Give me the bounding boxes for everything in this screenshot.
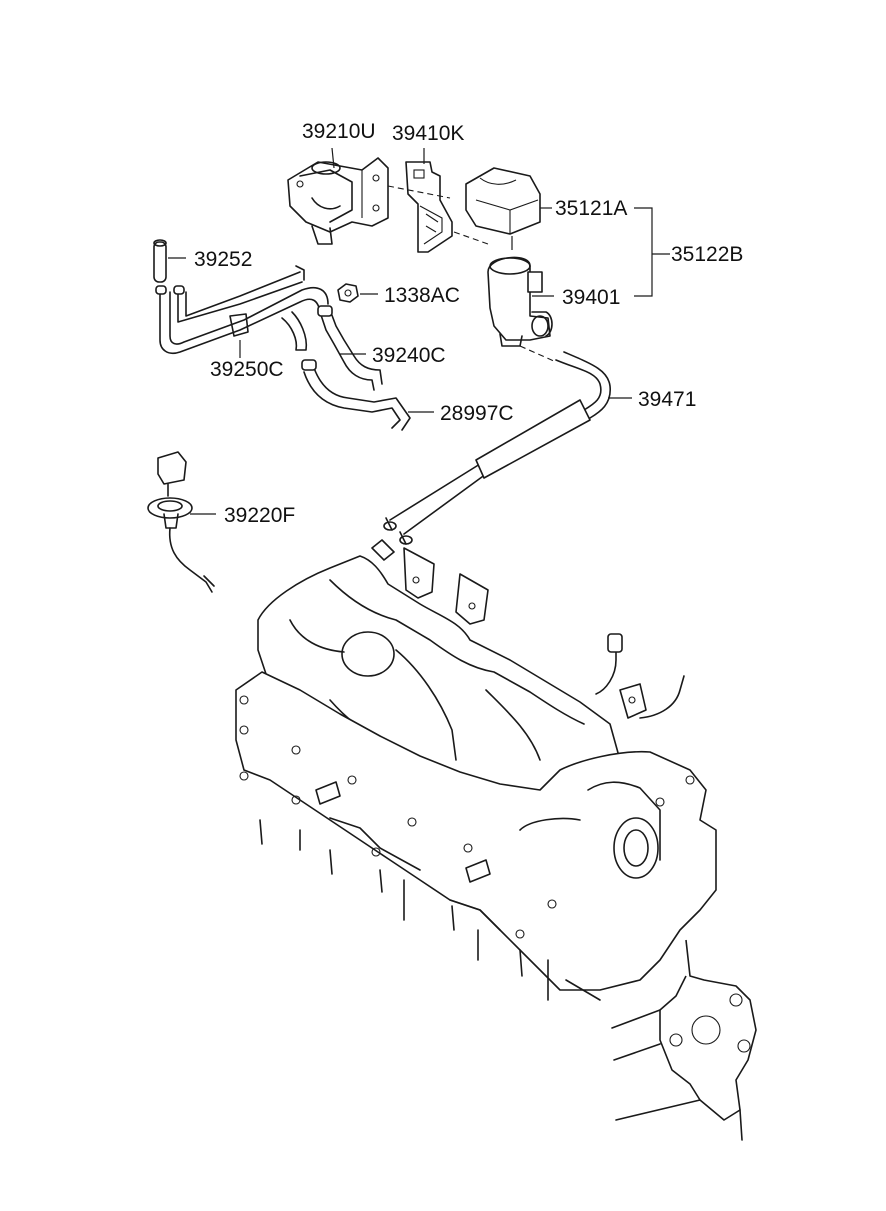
part-39220F-sensor <box>147 451 215 593</box>
part-39410K-bracket <box>405 161 453 253</box>
callout-39401: 39401 <box>562 286 620 309</box>
callout-35121A: 35121A <box>555 197 627 220</box>
part-35121A-cover <box>465 167 541 235</box>
bracket-35122B <box>634 207 670 297</box>
callout-39210U: 39210U <box>302 120 376 143</box>
callout-39240C: 39240C <box>372 344 446 367</box>
leader-39210U <box>331 147 335 169</box>
callout-39220F: 39220F <box>224 504 295 527</box>
part-1338AC-nut <box>337 283 359 303</box>
callout-39410K: 39410K <box>392 122 464 145</box>
callout-39252: 39252 <box>194 248 252 271</box>
part-39250C-hose <box>155 265 329 355</box>
callout-39250C: 39250C <box>210 358 284 381</box>
part-39240C-hose <box>317 305 383 391</box>
part-39401-valve <box>487 256 553 347</box>
callout-28997C: 28997C <box>440 402 514 425</box>
part-28997C-hose <box>301 359 411 431</box>
dash-bracket-down <box>453 231 489 245</box>
part-39471-line <box>371 345 611 561</box>
part-39210U-sensor <box>287 157 389 245</box>
engine-cylinder-head <box>235 547 717 1001</box>
part-39252-tube <box>153 239 167 283</box>
callout-1338AC: 1338AC <box>384 284 460 307</box>
callout-39471: 39471 <box>638 388 696 411</box>
engine-block-lower <box>611 939 757 1141</box>
callout-35122B: 35122B <box>671 243 743 266</box>
dash-sensor-bracket <box>387 185 451 199</box>
